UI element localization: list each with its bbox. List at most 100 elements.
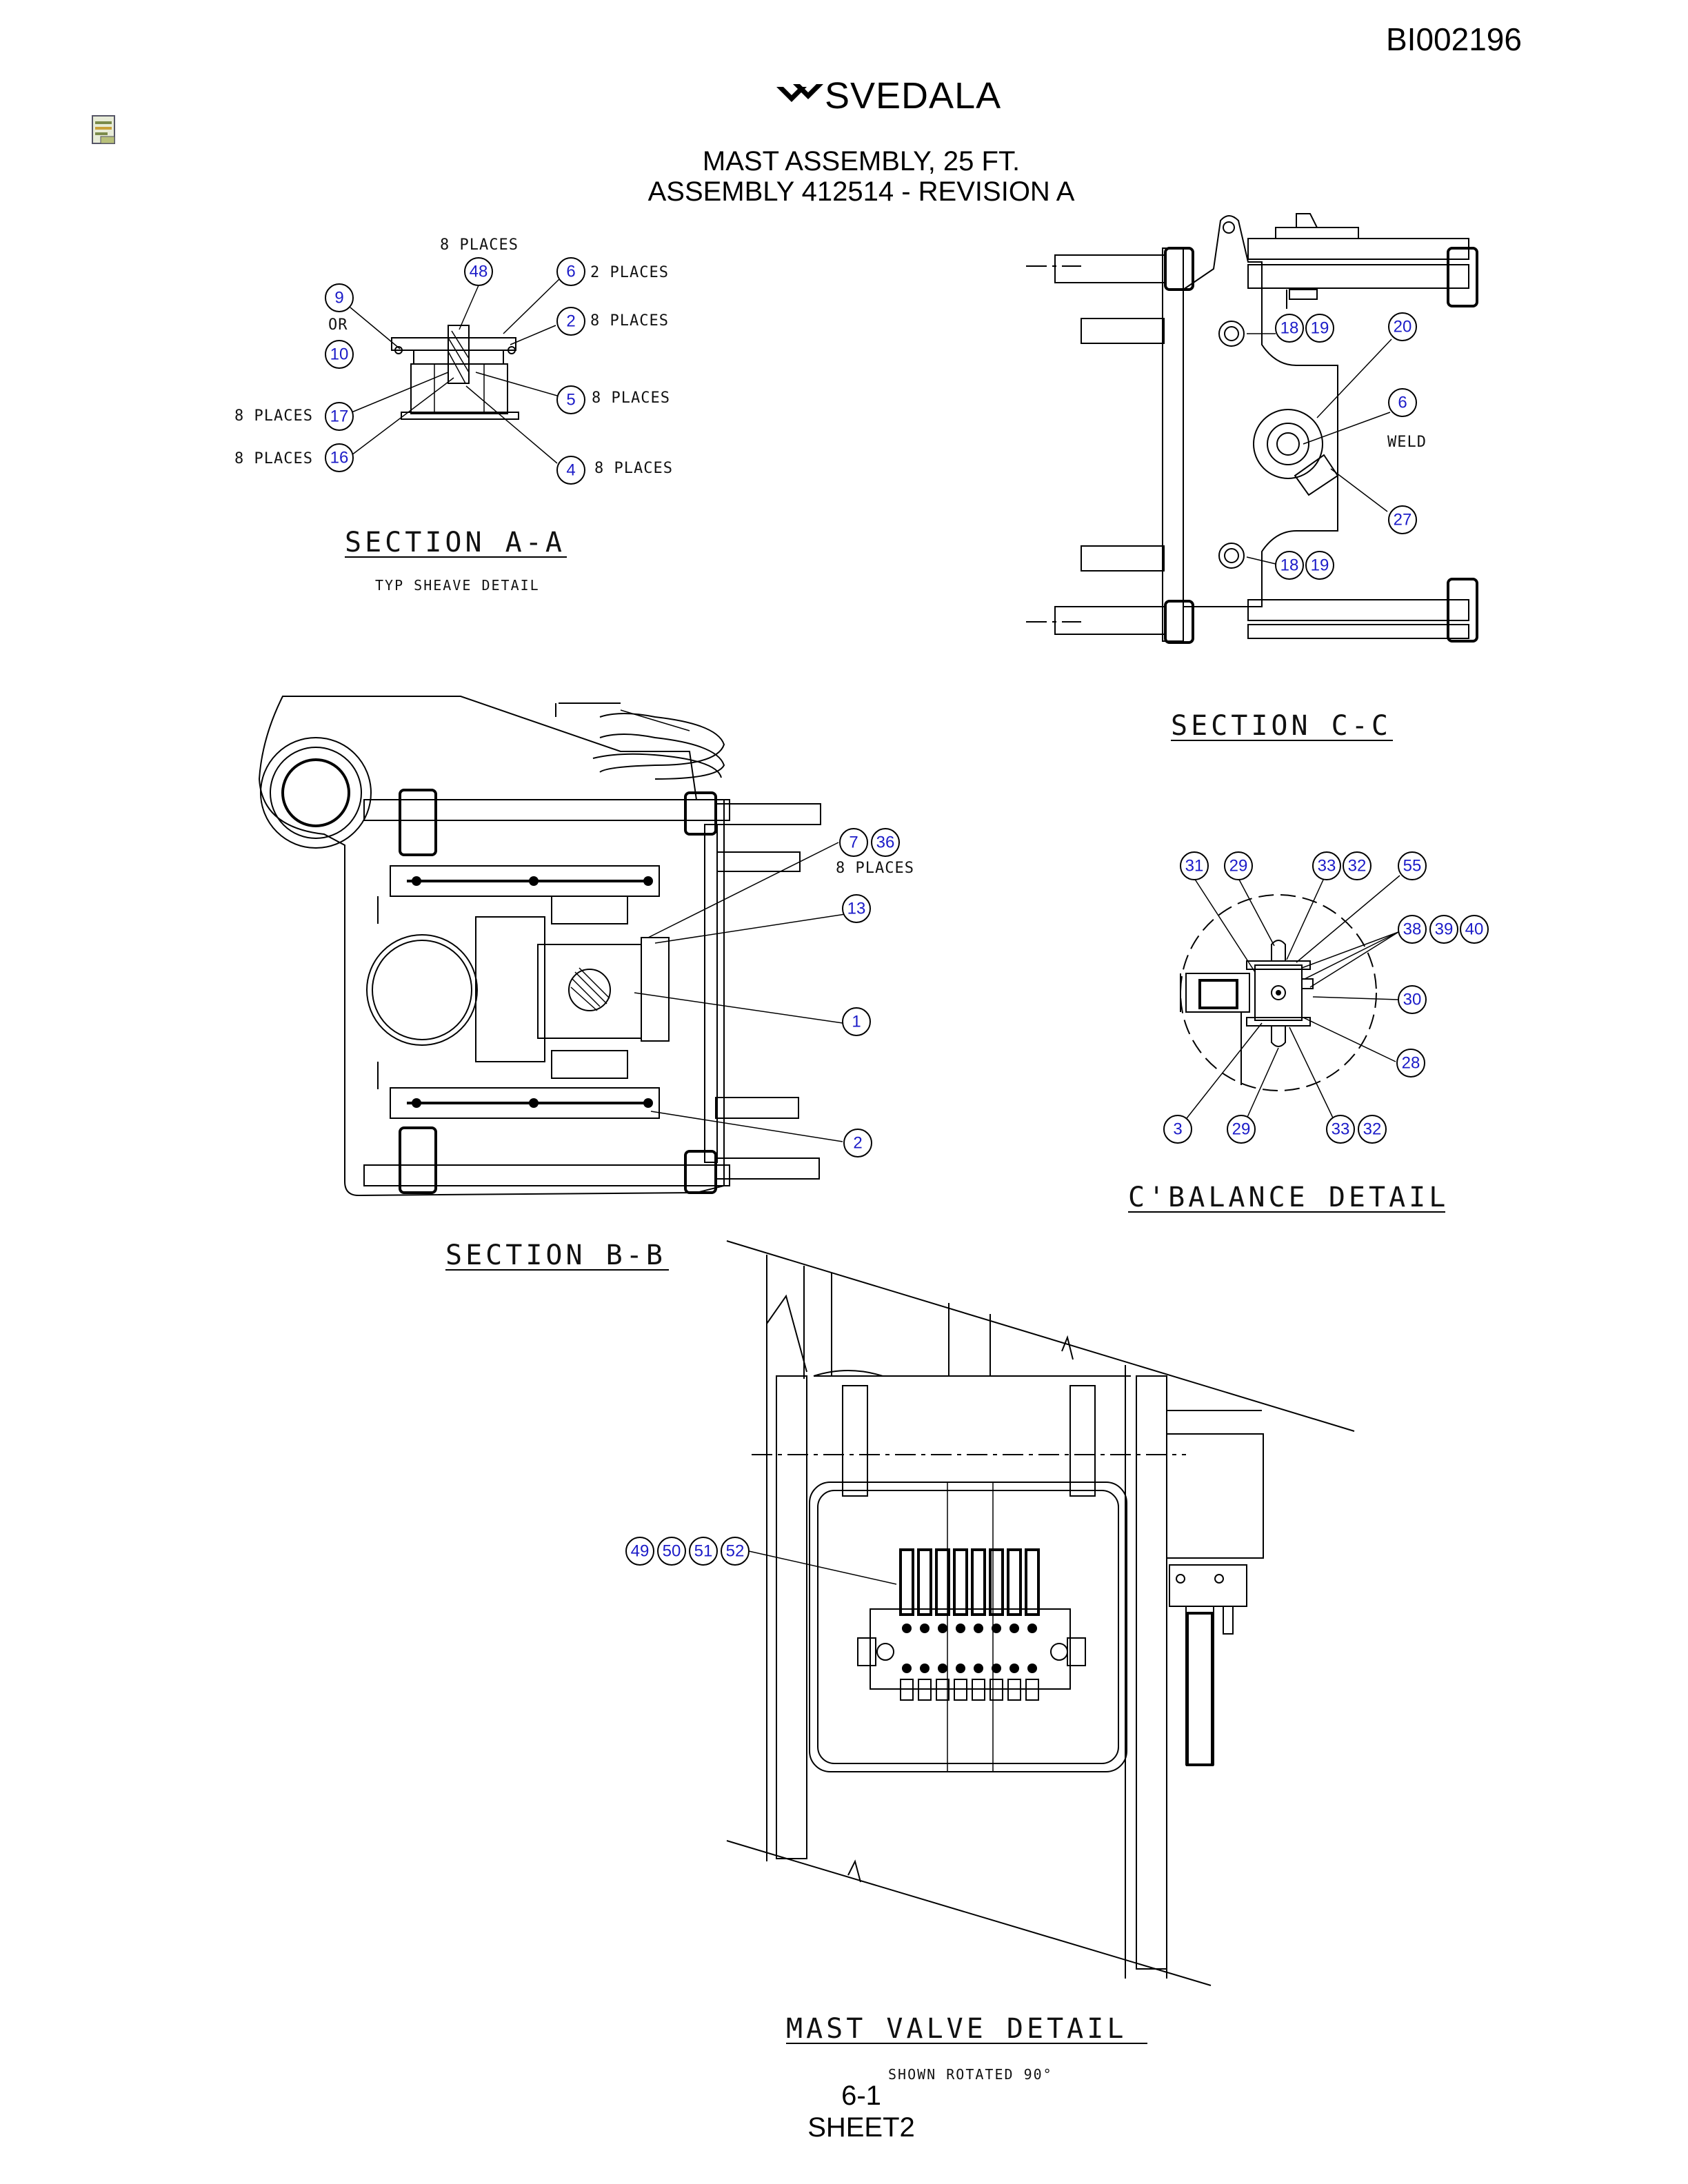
svg-text:10: 10 bbox=[330, 345, 349, 364]
svg-text:50: 50 bbox=[663, 1542, 681, 1561]
callout-30: 30 bbox=[1398, 985, 1427, 1014]
aa-note-17: 8 PLACES bbox=[234, 407, 313, 425]
aa-note-5: 8 PLACES bbox=[592, 390, 670, 407]
mast-valve-title: MAST VALVE DETAIL bbox=[786, 2013, 1127, 2045]
svg-text:19: 19 bbox=[1311, 556, 1329, 575]
svg-text:55: 55 bbox=[1403, 857, 1422, 876]
callout-31: 31 bbox=[1180, 851, 1209, 880]
svg-text:51: 51 bbox=[694, 1542, 713, 1561]
section-bb-drawing bbox=[258, 696, 821, 1197]
callout-2: 2 bbox=[843, 1129, 872, 1157]
callout-48: 48 bbox=[464, 257, 493, 286]
svg-text:9: 9 bbox=[334, 289, 343, 307]
svg-text:49: 49 bbox=[631, 1542, 650, 1561]
callout-18: 18 bbox=[1275, 314, 1304, 343]
svg-text:2: 2 bbox=[566, 312, 575, 331]
callout-52: 52 bbox=[721, 1537, 750, 1566]
svg-text:29: 29 bbox=[1229, 857, 1248, 876]
mast-valve-bank bbox=[857, 1548, 1086, 1701]
svg-text:16: 16 bbox=[330, 449, 349, 467]
page-number: 6-1 bbox=[841, 2081, 881, 2111]
section-cc-leaders bbox=[1246, 333, 1392, 565]
aa-note-4: 8 PLACES bbox=[594, 460, 673, 477]
section-cc-drawing bbox=[1026, 213, 1478, 644]
section-aa-leaders bbox=[350, 278, 561, 464]
section-cc-title: SECTION C-C bbox=[1171, 710, 1391, 742]
assembly-title: MAST ASSEMBLY, 25 FT. bbox=[702, 146, 1021, 176]
callout-51: 51 bbox=[689, 1537, 718, 1566]
svg-text:38: 38 bbox=[1403, 920, 1422, 939]
cbalance-title: C'BALANCE DETAIL bbox=[1128, 1182, 1449, 1213]
svg-text:28: 28 bbox=[1402, 1054, 1420, 1073]
callout-3: 3 bbox=[1163, 1115, 1192, 1144]
mast-valve-subtitle: SHOWN ROTATED 90° bbox=[888, 2066, 1053, 2083]
callout-19: 19 bbox=[1305, 551, 1334, 580]
section-aa-subtitle: TYP SHEAVE DETAIL bbox=[375, 577, 540, 594]
callout-1: 1 bbox=[842, 1007, 871, 1036]
callout-29: 29 bbox=[1224, 851, 1253, 880]
document-icon[interactable] bbox=[91, 114, 119, 146]
svg-text:19: 19 bbox=[1311, 319, 1329, 338]
callout-6: 6 bbox=[1388, 388, 1417, 417]
aa-note-6: 2 PLACES bbox=[590, 264, 669, 281]
svg-text:40: 40 bbox=[1465, 920, 1484, 939]
callout-4: 4 bbox=[556, 456, 585, 485]
callout-5: 5 bbox=[556, 385, 585, 414]
svg-text:4: 4 bbox=[566, 461, 575, 480]
svg-text:13: 13 bbox=[847, 900, 866, 918]
section-aa-title: SECTION A-A bbox=[345, 527, 565, 558]
callout-19: 19 bbox=[1305, 314, 1334, 343]
callout-32: 32 bbox=[1343, 851, 1372, 880]
svedala-logo-mark bbox=[776, 84, 823, 102]
svg-text:39: 39 bbox=[1435, 920, 1454, 939]
callout-18: 18 bbox=[1275, 551, 1304, 580]
callout-50: 50 bbox=[657, 1537, 686, 1566]
callout-33: 33 bbox=[1312, 851, 1341, 880]
svg-text:52: 52 bbox=[726, 1542, 745, 1561]
mast-valve-leader bbox=[748, 1550, 897, 1585]
assembly-subtitle: ASSEMBLY 412514 - REVISION A bbox=[647, 176, 1075, 207]
callout-10: 10 bbox=[325, 340, 354, 369]
brand-name: SVEDALA bbox=[825, 75, 1002, 117]
svg-text:27: 27 bbox=[1394, 511, 1412, 529]
svg-text:36: 36 bbox=[876, 833, 895, 852]
svg-text:6: 6 bbox=[1398, 394, 1407, 412]
callout-38: 38 bbox=[1398, 915, 1427, 944]
svg-text:48: 48 bbox=[470, 263, 488, 281]
cc-weld-note: WELD bbox=[1387, 434, 1427, 451]
svg-text:32: 32 bbox=[1363, 1120, 1382, 1139]
callout-49: 49 bbox=[625, 1537, 654, 1566]
sheet-label: SHEET2 bbox=[807, 2112, 915, 2143]
svg-text:32: 32 bbox=[1348, 857, 1367, 876]
callout-20: 20 bbox=[1388, 312, 1417, 341]
svg-text:2: 2 bbox=[853, 1134, 862, 1153]
svg-text:17: 17 bbox=[330, 407, 349, 426]
svg-text:3: 3 bbox=[1173, 1120, 1182, 1139]
section-aa-drawing bbox=[391, 325, 519, 420]
section-bb-leaders bbox=[634, 842, 846, 1142]
svg-text:31: 31 bbox=[1185, 857, 1204, 876]
svg-text:7: 7 bbox=[849, 833, 858, 852]
mast-valve-drawing bbox=[726, 1240, 1355, 1986]
callout-2: 2 bbox=[556, 307, 585, 336]
svg-text:18: 18 bbox=[1280, 319, 1299, 338]
callout-55: 55 bbox=[1398, 851, 1427, 880]
callout-17: 17 bbox=[325, 402, 354, 431]
document-id: BI002196 bbox=[1386, 21, 1522, 57]
callout-29: 29 bbox=[1227, 1115, 1256, 1144]
bb-note: 8 PLACES bbox=[836, 860, 914, 877]
cbalance-leaders bbox=[1178, 875, 1400, 1129]
svg-text:30: 30 bbox=[1403, 991, 1422, 1009]
aa-note-top: 8 PLACES bbox=[440, 236, 519, 254]
svg-text:6: 6 bbox=[566, 263, 575, 281]
svg-text:1: 1 bbox=[852, 1013, 861, 1031]
cbalance-drawing bbox=[1180, 894, 1377, 1091]
callout-7: 7 bbox=[839, 828, 868, 857]
svg-text:33: 33 bbox=[1318, 857, 1336, 876]
callout-39: 39 bbox=[1429, 915, 1458, 944]
aa-note-16: 8 PLACES bbox=[234, 450, 313, 467]
svg-text:20: 20 bbox=[1394, 318, 1412, 336]
svg-text:29: 29 bbox=[1232, 1120, 1251, 1139]
svg-text:18: 18 bbox=[1280, 556, 1299, 575]
